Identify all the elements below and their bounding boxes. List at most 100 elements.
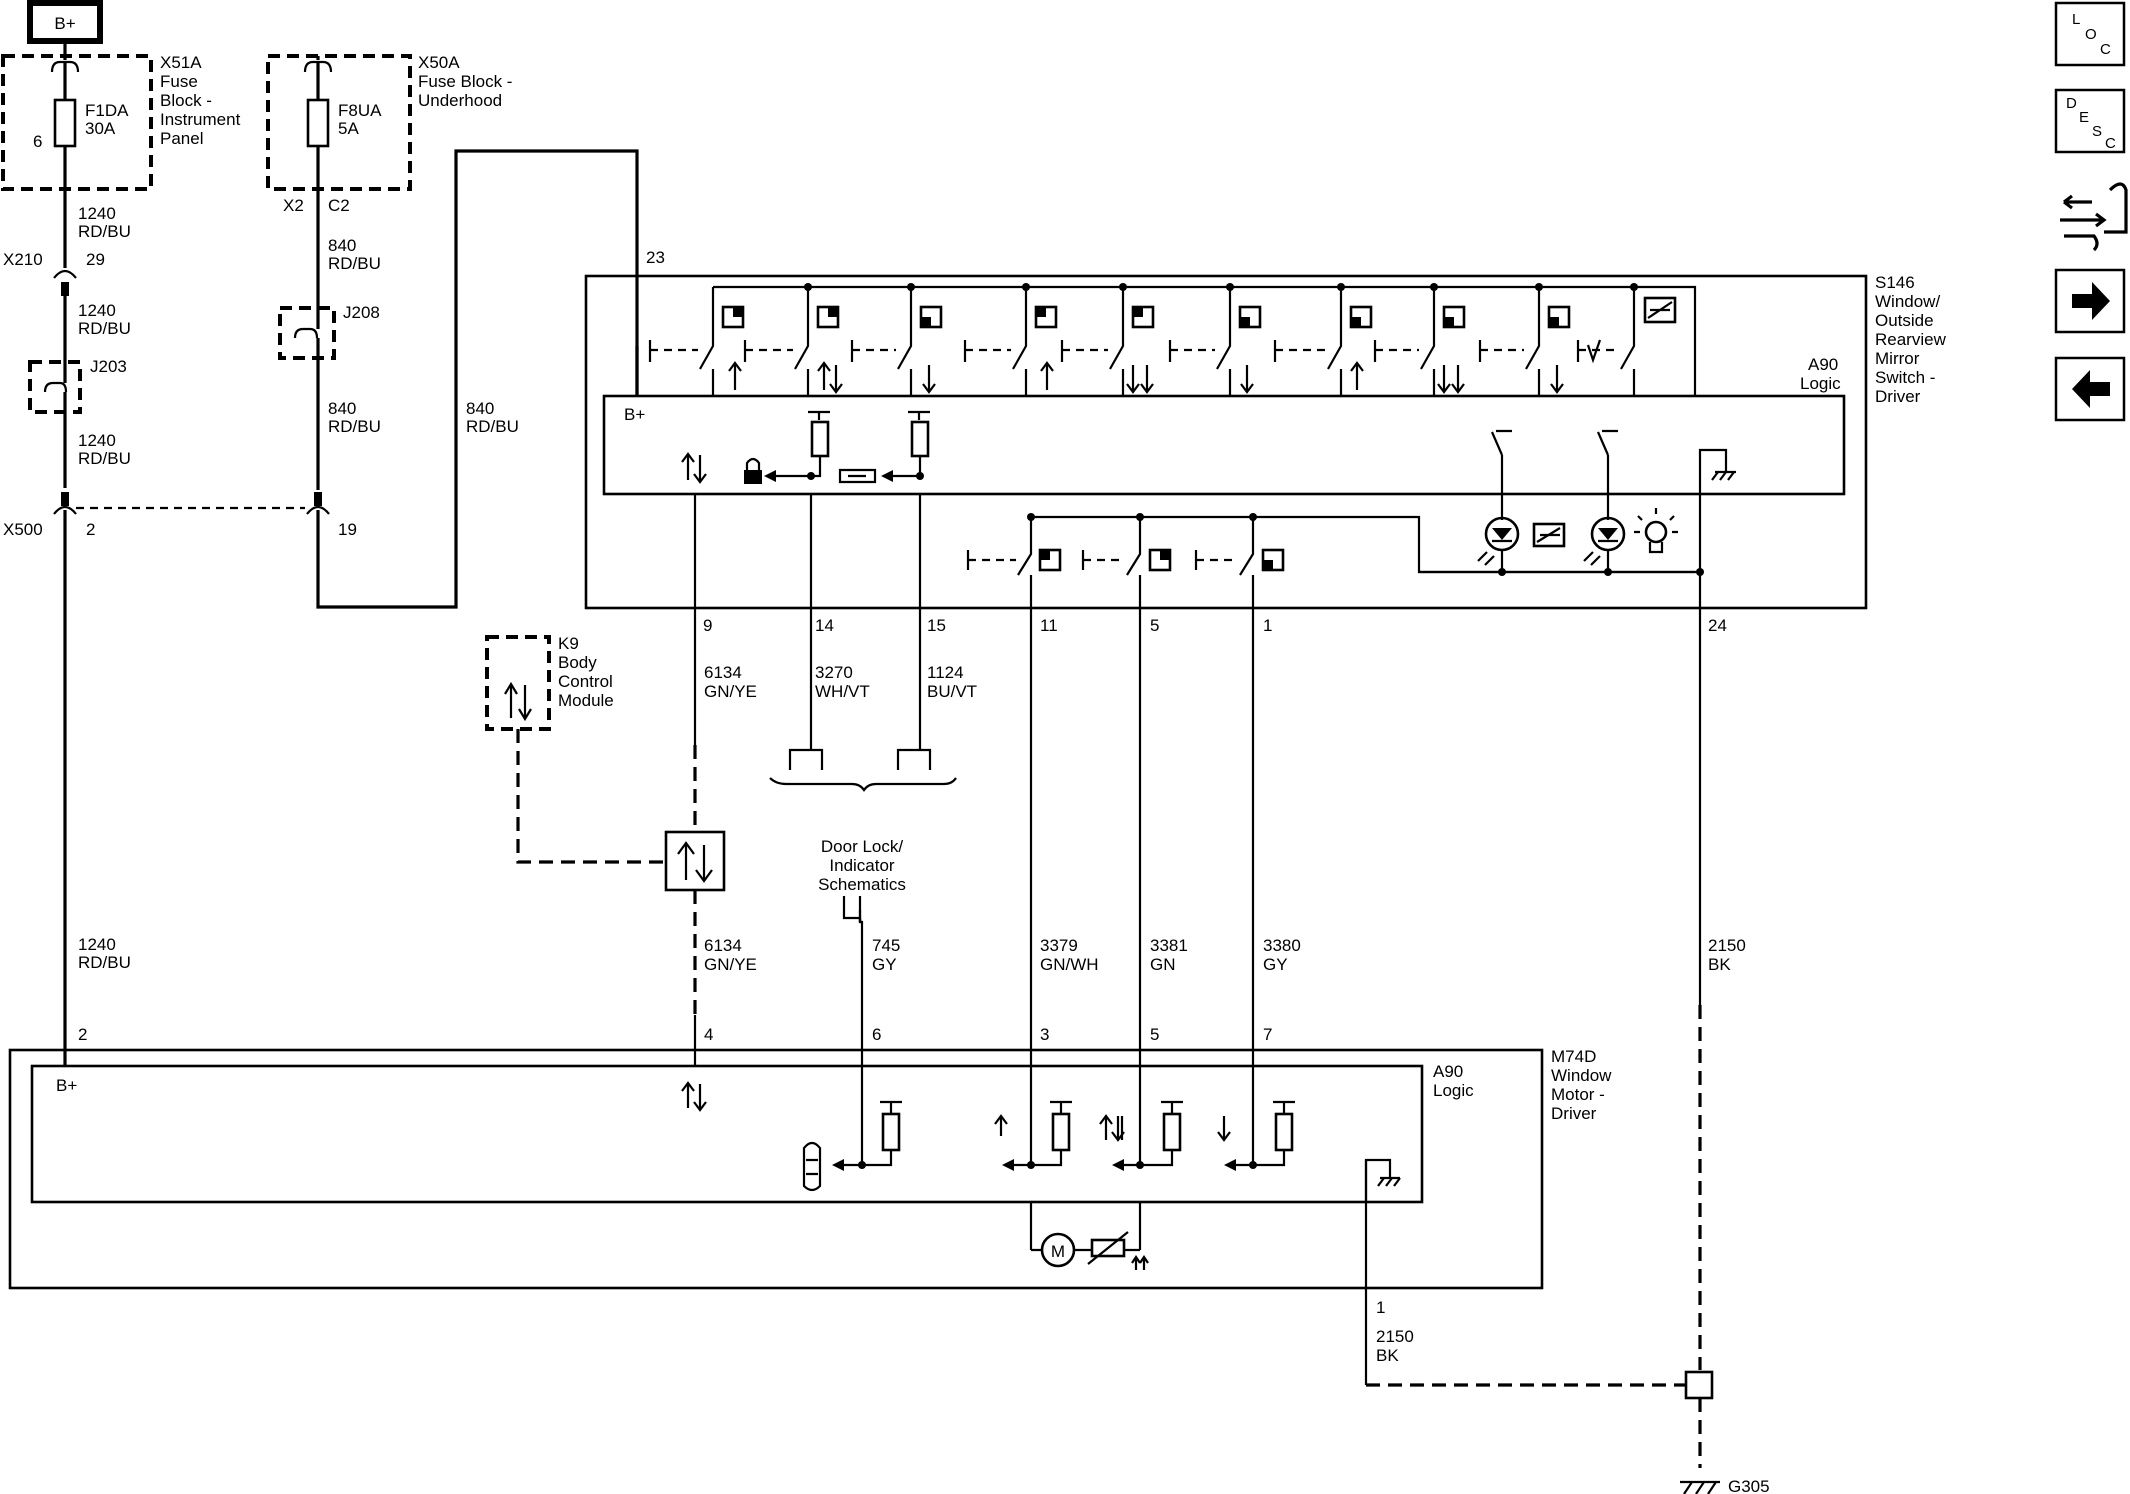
bcm-id: K9	[558, 634, 579, 653]
motor-m74d-desc-3: Driver	[1551, 1104, 1597, 1123]
switch-1	[648, 287, 745, 396]
wire-745-color: GY	[872, 955, 897, 974]
switch-pin-15: 15	[927, 616, 946, 635]
wire-6134-a-num: 6134	[704, 663, 742, 682]
serial-data-splice	[664, 830, 726, 892]
switch-s146-desc-4: Mirror	[1875, 349, 1920, 368]
fuse-x50a-connector: X2	[283, 196, 304, 215]
switch-s146-module: S146 Window/ Outside Rearview Mirror Swi…	[584, 273, 1947, 1165]
wire-6134-b-num: 6134	[704, 936, 742, 955]
circuit-1240-left: 1240 RD/BU X210 29 1240 RD/BU J203 1240 …	[3, 189, 131, 1065]
fuse-f8ua-id: F8UA	[338, 101, 382, 120]
wire-840-b-num: 840	[328, 399, 356, 418]
splice-j208: J208	[343, 303, 380, 322]
motor-m74d-desc-1: Window	[1551, 1066, 1612, 1085]
connector-x210-pin: 29	[86, 250, 105, 269]
wire-6134-a-color: GN/YE	[704, 682, 757, 701]
motor-pin-1: 1	[1376, 1298, 1385, 1317]
fuse-block-x50a-desc-2: Underhood	[418, 91, 502, 110]
wire-745-num: 745	[872, 936, 900, 955]
wire-3381-num: 3381	[1150, 936, 1188, 955]
switch-logic-bplus: B+	[624, 405, 645, 424]
fuse-x50a-pin: C2	[328, 196, 350, 215]
wire-3381-color: GN	[1150, 955, 1176, 974]
arrow-right-icon	[2072, 282, 2110, 320]
desc-letter-s: S	[2092, 123, 2102, 140]
wire-840-b-color: RD/BU	[328, 417, 381, 436]
wire-6134-b-color: GN/YE	[704, 955, 757, 974]
switch-6	[1168, 283, 1262, 396]
location-button[interactable]: L O C	[2054, 1, 2126, 67]
ground-splice	[1684, 1370, 1714, 1400]
loc-letter-o: O	[2085, 26, 2097, 43]
wire-3379-color: GN/WH	[1040, 955, 1099, 974]
door-lock-ref-line-1: Door Lock/	[821, 837, 903, 856]
wire-840-c-num: 840	[466, 399, 494, 418]
fuse-block-x51a-desc-4: Panel	[160, 129, 203, 148]
lock-input-3270	[744, 410, 830, 484]
fuse-block-x51a-desc-3: Instrument	[160, 110, 241, 129]
motor-serial-data-icon	[681, 1081, 707, 1112]
wire-3379-num: 3379	[1040, 936, 1078, 955]
motor-logic-label: Logic	[1433, 1081, 1474, 1100]
switch-pin-14: 14	[815, 616, 834, 635]
switch-4	[963, 283, 1058, 396]
door-lock-ref-line-3: Schematics	[818, 875, 906, 894]
wire-2150-a-num: 2150	[1708, 936, 1746, 955]
switch-2	[743, 283, 843, 396]
mirror-switch-icon	[1643, 296, 1677, 324]
wire-2150-a-color: BK	[1708, 955, 1731, 974]
circuit-840: 840 RD/BU J208 840 RD/BU 19 840 RD/BU 23	[278, 149, 665, 609]
switch-11	[966, 513, 1062, 1165]
wire-2150-b-color: BK	[1376, 1346, 1399, 1365]
window-up-input	[994, 1100, 1072, 1171]
motor-pin-5: 5	[1150, 1025, 1159, 1044]
motor-m74d-id: M74D	[1551, 1047, 1596, 1066]
circuit-2150-ground: 2150 BK G305 1 2150 BK	[1364, 936, 1770, 1494]
fuse-block-x50a: X50A Fuse Block - Underhood F8UA 5A X2 C…	[266, 53, 512, 215]
wire-1124-color: BU/VT	[927, 682, 977, 701]
circuits-window-inputs: 3379 GN/WH 3381 GN 3380 GY	[1040, 936, 1301, 974]
splice-j203: J203	[90, 357, 127, 376]
wire-3270-num: 3270	[815, 663, 853, 682]
fuse-block-x50a-id: X50A	[418, 53, 460, 72]
ground-g305: G305	[1728, 1477, 1770, 1494]
connector-x500-pin-19: 19	[338, 520, 357, 539]
description-button[interactable]: D E S C	[2054, 88, 2126, 154]
bcm-desc-1: Body	[558, 653, 597, 672]
ground-icon-s146	[1698, 448, 1736, 496]
motor-pin-6: 6	[872, 1025, 881, 1044]
led-lamp-indicator	[1583, 516, 1626, 566]
previous-page-button[interactable]	[2054, 356, 2126, 422]
window-express-input	[1099, 1100, 1183, 1171]
fuse-f8ua	[306, 98, 330, 148]
key-input-1124	[838, 410, 930, 484]
motor-m74d-desc-2: Motor -	[1551, 1085, 1605, 1104]
fuse-block-x50a-desc-1: Fuse Block -	[418, 72, 512, 91]
window-down-input	[1217, 1100, 1295, 1171]
switch-s146-desc-1: Window/	[1875, 292, 1940, 311]
switch-10-mirror-fold	[1576, 283, 1638, 396]
motor-pin-3: 3	[1040, 1025, 1049, 1044]
led-mirror-indicator	[1477, 516, 1566, 566]
wire-1240-b-color: RD/BU	[78, 319, 131, 338]
fuse-f1da-pin: 6	[33, 132, 42, 151]
connector-harness-icon[interactable]	[2060, 182, 2128, 252]
switch-7	[1273, 283, 1373, 396]
bidirectional-data-icon	[681, 452, 707, 484]
wire-1240-c-num: 1240	[78, 431, 116, 450]
fuse-block-x51a: X51A Fuse Block - Instrument Panel F1DA …	[1, 44, 241, 191]
ground-icon-motor	[1364, 1158, 1401, 1202]
fuse-f1da-id: F1DA	[85, 101, 129, 120]
bplus-label: B+	[54, 14, 75, 33]
switch-5	[1060, 283, 1155, 396]
switch-s146-id: S146	[1875, 273, 1915, 292]
circuit-6134: 6134 GN/YE 6134 GN/YE	[664, 494, 757, 1065]
fuse-block-x51a-desc-2: Block -	[160, 91, 212, 110]
door-lock-reference: Door Lock/ Indicator Schematics 745 GY	[818, 837, 906, 1165]
switch-s146-desc-3: Rearview	[1875, 330, 1947, 349]
wire-1240-c-color: RD/BU	[78, 449, 131, 468]
next-page-button[interactable]	[2054, 268, 2126, 334]
switch-pin-1: 1	[1263, 616, 1272, 635]
